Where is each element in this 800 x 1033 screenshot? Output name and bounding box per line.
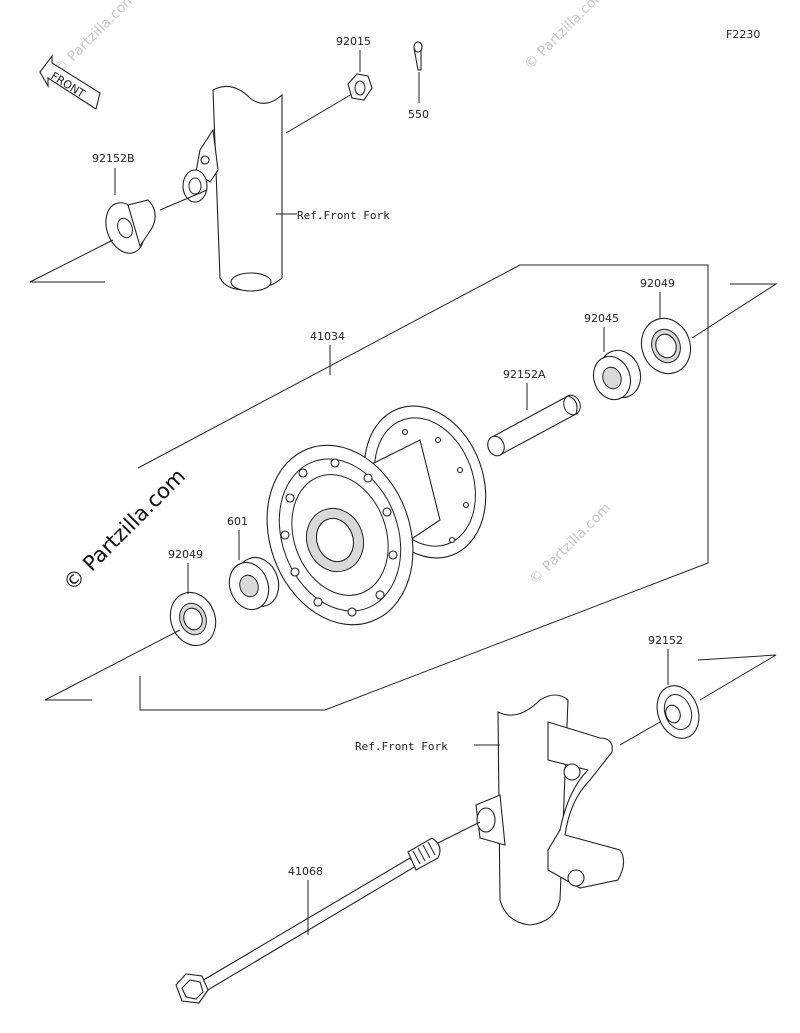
axle-centerline-left <box>44 629 181 701</box>
watermark-main: © Partzilla.com <box>59 464 191 596</box>
label-550: 550 <box>408 108 429 121</box>
upper-front-fork <box>182 85 283 292</box>
label-92049-top: 92049 <box>640 277 675 290</box>
label-92015: 92015 <box>336 35 371 48</box>
axle-41068 <box>175 837 441 1004</box>
label-92045: 92045 <box>584 312 619 325</box>
cotter-pin-550 <box>413 41 423 71</box>
watermark-faint-2: © Partzilla.com <box>522 0 610 73</box>
watermark-faint-1: © Partzilla.com <box>52 0 140 78</box>
axle-centerline-right <box>691 283 778 339</box>
hub-41034 <box>266 405 487 626</box>
axle-centerline-lower-right <box>697 654 777 701</box>
nut-92015 <box>347 73 373 101</box>
label-92049-left: 92049 <box>168 548 203 561</box>
leader-92015-line <box>285 93 353 134</box>
bearing-601 <box>228 556 280 611</box>
ref-front-fork-upper: Ref.Front Fork <box>297 209 390 222</box>
label-41034: 41034 <box>310 330 345 343</box>
lower-front-fork <box>475 694 625 926</box>
seal-92049-left <box>169 591 217 647</box>
ref-front-fork-lower: Ref.Front Fork <box>355 740 448 753</box>
axle-centerline-upper <box>29 239 114 283</box>
watermark-faint-3: © Partzilla.com <box>527 500 615 588</box>
spacer-92152a <box>487 394 581 457</box>
label-601: 601 <box>227 515 248 528</box>
seal-92049-right <box>640 317 692 375</box>
label-41068: 41068 <box>288 865 323 878</box>
label-92152b: 92152B <box>92 152 135 165</box>
collar-92152b <box>105 199 156 254</box>
hub-assembly-frame <box>137 264 709 711</box>
collar-92152 <box>656 685 700 739</box>
figure-code: F2230 <box>726 28 760 41</box>
label-92152: 92152 <box>648 634 683 647</box>
leader-92152b-axle-line <box>159 189 208 211</box>
label-92152a: 92152A <box>503 368 546 381</box>
bearing-92045 <box>592 349 642 401</box>
